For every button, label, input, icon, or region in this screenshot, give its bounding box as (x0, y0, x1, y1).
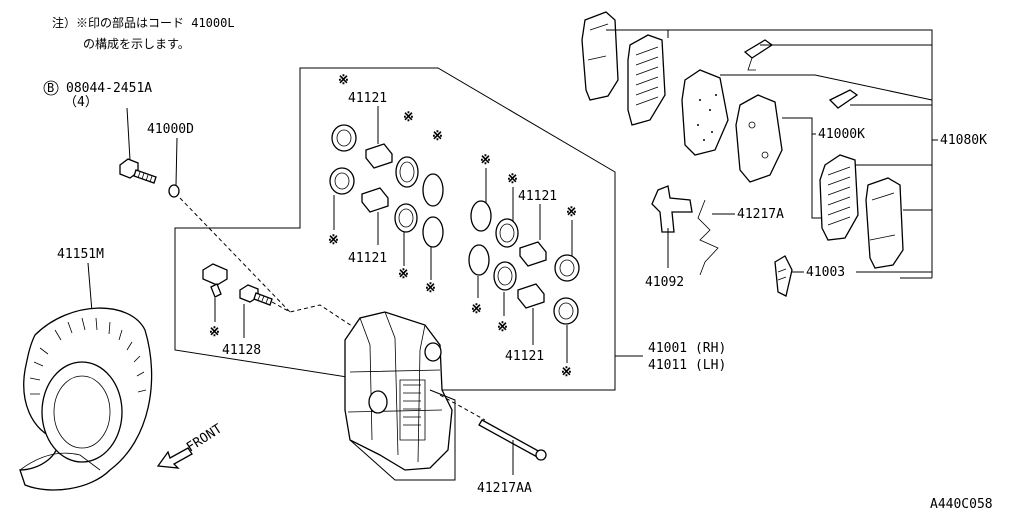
brake-pad-part-3 (735, 94, 783, 183)
shim-part-1 (581, 11, 619, 101)
brake-pad-part-1 (627, 34, 666, 126)
bolt-code-label: 08044-2451A (66, 81, 152, 96)
asterisk-mark: ※ (561, 365, 572, 380)
asterisk-mark: ※ (471, 302, 482, 317)
clip-lower-part (828, 89, 859, 109)
caliper-body-part (344, 311, 453, 471)
seal-kit-label-upper-left: 41121 (348, 91, 387, 106)
seal-kit-label-lower-left: 41121 (348, 251, 387, 266)
bleeder-label: 41128 (222, 343, 261, 358)
caliper-lh-label: 41011 (LH) (648, 358, 726, 373)
pin-part (478, 419, 547, 461)
asterisk-mark: ※ (398, 267, 409, 282)
clip-label: 41217A (737, 207, 784, 222)
washer-label: 41000D (147, 122, 194, 137)
spring-label: 41092 (645, 275, 684, 290)
brake-pad-part-2 (681, 69, 729, 156)
asterisk-mark: ※ (432, 129, 443, 144)
shim-part-2 (865, 177, 904, 269)
asterisk-mark: ※ (425, 281, 436, 296)
bolt-b-symbol: B (47, 81, 54, 95)
front-arrow: FRONT (156, 421, 225, 469)
asterisk-mark: ※ (507, 172, 518, 187)
note-line-1: 注）※印の部品はコード 41000L (52, 15, 235, 30)
bolt-part (119, 158, 157, 184)
asterisk-mark: ※ (497, 320, 508, 335)
bolt-b-circle (43, 80, 59, 96)
front-label: FRONT (184, 421, 225, 455)
dust-shield-part (19, 307, 153, 491)
piston-seal-lower-right (468, 244, 579, 325)
asterisk-mark: ※ (480, 153, 491, 168)
asterisk-mark: ※ (328, 233, 339, 248)
asterisk-mark: ※ (209, 325, 220, 340)
piston-seal-lower-left (329, 167, 444, 248)
pad-set-label: 41080K (940, 133, 987, 148)
bolt-label: B 08044-2451A （4） (43, 80, 152, 110)
bolt-qty-label: （4） (64, 95, 98, 110)
small-shim-part (774, 255, 793, 297)
asterisk-mark: ※ (338, 73, 349, 88)
spring-part (651, 185, 693, 233)
clip-upper-part (743, 39, 774, 59)
pad-kit-label: 41000K (818, 127, 865, 142)
piston-seal-upper-right (470, 200, 580, 282)
asterisk-mark: ※ (566, 205, 577, 220)
seal-kit-label-upper-right: 41121 (518, 189, 557, 204)
shim-label: 41003 (806, 265, 845, 280)
seal-kit-label-lower-right: 41121 (505, 349, 544, 364)
bleeder-screw-part (239, 284, 273, 306)
bleeder-cap-part (202, 263, 228, 298)
piston-seal-upper-left (331, 124, 444, 207)
diagram-code: A440C058 (930, 497, 993, 512)
caliper-rh-label: 41001 (RH) (648, 341, 726, 356)
retaining-clip-part (697, 199, 719, 276)
asterisk-mark: ※ (403, 110, 414, 125)
pin-label: 41217AA (477, 481, 532, 496)
washer-part (168, 184, 180, 198)
brake-pad-part-4 (819, 154, 859, 241)
shield-label: 41151M (57, 247, 104, 262)
note-line-2: の構成を示します。 (83, 37, 190, 51)
